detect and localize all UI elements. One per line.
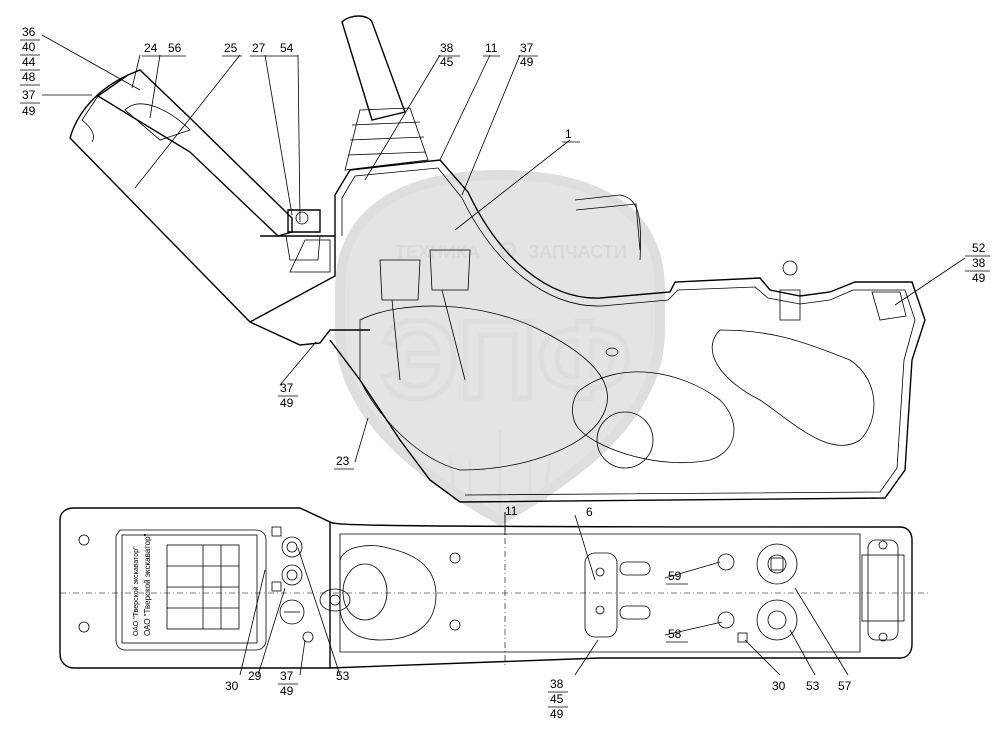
callout-11-plan: 11 xyxy=(505,504,518,518)
internal-components xyxy=(359,249,907,471)
arm-housing xyxy=(69,69,370,346)
plan-fasteners-left xyxy=(78,534,90,633)
callout-44: 44 xyxy=(22,55,36,69)
joystick-handle xyxy=(341,15,429,171)
callout-49-side: 49 xyxy=(972,271,986,285)
callout-54: 54 xyxy=(280,41,294,55)
plan-view xyxy=(59,507,913,669)
wheat-emblem xyxy=(448,430,552,515)
switch-cluster-left xyxy=(271,526,314,643)
callout-49-bottom: 49 xyxy=(280,684,294,698)
callout-56: 56 xyxy=(168,41,182,55)
callout-45-bottom: 45 xyxy=(550,692,564,706)
callout-49-right: 49 xyxy=(520,55,534,69)
gear-icon xyxy=(499,241,517,259)
callout-30-left: 30 xyxy=(225,679,239,693)
callout-27: 27 xyxy=(252,41,266,55)
plate-title: ОАО "Тверской экскаватор" xyxy=(143,533,152,636)
callout-49-mid: 49 xyxy=(280,396,294,410)
watermark-logo: ЭПФ xyxy=(380,299,631,422)
callout-45-top: 45 xyxy=(440,55,454,69)
callout-40: 40 xyxy=(22,40,36,54)
callout-37-mid: 37 xyxy=(280,381,294,395)
callout-rule-36 xyxy=(20,39,40,86)
callout-24: 24 xyxy=(144,41,158,55)
callout-37-bottom: 37 xyxy=(280,669,294,683)
callout-1: 1 xyxy=(565,127,572,141)
callout-labels: 36 40 44 48 37 49 24 56 25 27 54 38 45 1… xyxy=(20,25,990,721)
callout-57: 57 xyxy=(838,679,852,693)
callout-25: 25 xyxy=(224,41,238,55)
callout-11-top: 11 xyxy=(485,41,498,55)
callout-48: 48 xyxy=(22,70,36,84)
callout-59: 59 xyxy=(668,569,682,583)
callout-52: 52 xyxy=(972,241,986,255)
watermark-text-left: ТЕХНИКА xyxy=(395,242,480,262)
callout-58: 58 xyxy=(668,627,682,641)
callout-49-final: 49 xyxy=(550,707,564,721)
watermark-text-right: ЗАПЧАСТИ xyxy=(528,242,627,262)
callout-23: 23 xyxy=(336,454,350,468)
callout-38-bottom: 38 xyxy=(550,677,564,691)
callout-53-right: 53 xyxy=(806,679,820,693)
callout-37-top: 37 xyxy=(22,88,36,102)
callout-38-side: 38 xyxy=(972,256,986,270)
callout-36: 36 xyxy=(22,25,36,39)
callout-53-left: 53 xyxy=(336,669,350,683)
watermark: ЭПФ ТЕХНИКА ЗАПЧАСТИ xyxy=(335,169,665,526)
leader-lines xyxy=(41,34,966,676)
callout-38-top: 38 xyxy=(440,41,454,55)
callout-29: 29 xyxy=(248,669,262,683)
switch-cluster-right xyxy=(717,539,905,643)
callout-49-top: 49 xyxy=(22,104,36,118)
console-body xyxy=(329,159,926,503)
callout-6: 6 xyxy=(586,505,593,519)
plate-maker: ОАО "Тверской экскаватор" xyxy=(132,546,140,636)
switch-cluster-center xyxy=(584,552,651,638)
joystick-base-plan xyxy=(319,545,461,641)
callout-30-right: 30 xyxy=(772,679,786,693)
callout-37-right: 37 xyxy=(520,41,534,55)
instrument-plate: ОАО "Тверской экскаватор" ОАО "Тверской … xyxy=(121,533,258,644)
